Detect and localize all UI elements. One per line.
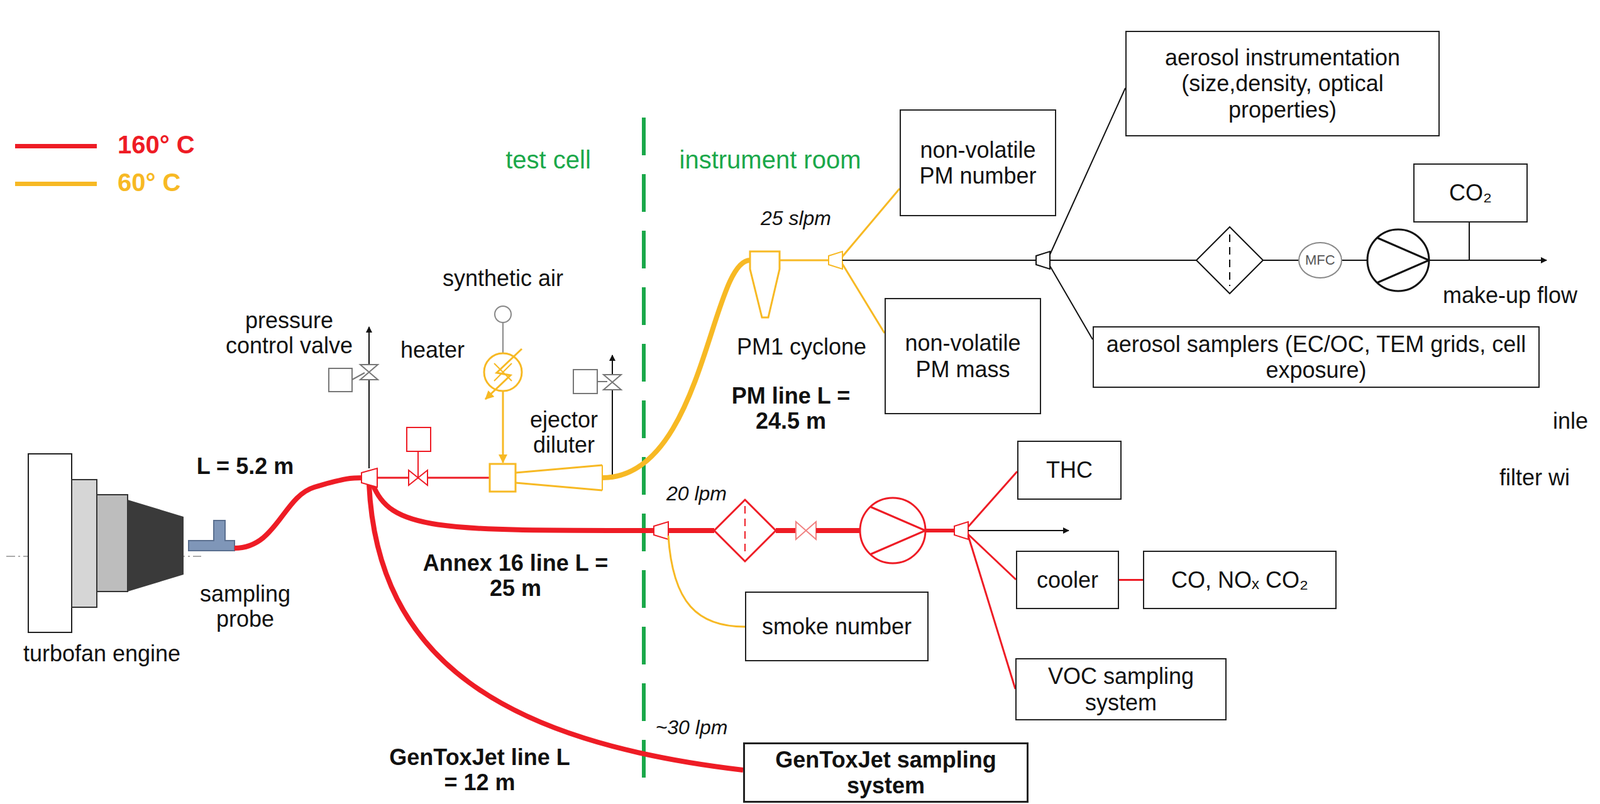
box-text: aerosol samplers (EC/OC, TEM grids, cell… — [1100, 331, 1533, 384]
instrument-box: cooler — [1015, 550, 1120, 610]
annotation-label: ~30 lpm — [650, 716, 733, 739]
annotation-label: Annex 16 line L = 25 m — [421, 550, 610, 601]
instrument-box: aerosol samplers (EC/OC, TEM grids, cell… — [1092, 326, 1540, 388]
box-text: smoke number — [761, 613, 912, 640]
box-text: aerosol instrumentation (size,density, o… — [1132, 44, 1433, 123]
box-text: MFC — [1305, 252, 1336, 268]
annotation-label: turbofan engine — [0, 641, 206, 667]
annotation-label: test cell — [453, 145, 643, 174]
instrument-box: non-volatile PM mass — [884, 297, 1042, 415]
box-text: non-volatile PM number — [907, 137, 1049, 190]
instrument-box: aerosol instrumentation (size,density, o… — [1125, 30, 1440, 137]
box-text: THC — [1046, 457, 1093, 483]
legend-swatch — [15, 143, 97, 149]
flow-controller-circle: MFC — [1298, 242, 1343, 279]
instrument-box: smoke number — [744, 591, 929, 662]
annotation-label: synthetic air — [414, 265, 591, 292]
box-text: VOC sampling system — [1022, 663, 1220, 716]
instrument-box: GenToxJet sampling system — [743, 742, 1029, 803]
instrument-box: CO, NOₓ CO₂ — [1142, 550, 1337, 610]
connector-line — [1119, 579, 1143, 581]
annotation-label: PM1 cyclone — [722, 334, 881, 360]
annotation-label: PM line L = 24.5 m — [709, 383, 873, 434]
annotation-label: ejector diluter — [510, 407, 618, 458]
annotation-label: filter wi — [1499, 465, 1570, 491]
instrument-box: CO₂ — [1413, 163, 1528, 223]
legend-text: 60° C — [117, 168, 182, 197]
annotation-label: pressure control valve — [216, 308, 362, 358]
box-text: CO, NOₓ CO₂ — [1171, 567, 1309, 593]
box-text: cooler — [1036, 567, 1099, 593]
instrument-box: non-volatile PM number — [899, 109, 1057, 217]
annotation-label: L = 5.2 m — [182, 453, 309, 480]
annotation-label: 25 slpm — [733, 207, 859, 230]
box-text: non-volatile PM mass — [892, 330, 1034, 383]
box-text: CO₂ — [1449, 179, 1492, 206]
legend-swatch — [15, 181, 97, 187]
instrument-box: VOC sampling system — [1015, 658, 1227, 721]
annotation-label: inle — [1552, 408, 1589, 434]
annotation-label: 20 lpm — [658, 482, 735, 505]
instrument-box: THC — [1017, 440, 1122, 500]
annotation-label: GenToxJet line L = 12 m — [385, 744, 574, 795]
annotation-label: sampling probe — [188, 581, 302, 632]
annotation-label: instrument room — [638, 145, 903, 174]
annotation-label: heater — [394, 337, 471, 363]
legend-text: 160° C — [117, 130, 195, 160]
annotation-label: make-up flow — [1431, 282, 1589, 309]
box-text: GenToxJet sampling system — [751, 746, 1021, 800]
